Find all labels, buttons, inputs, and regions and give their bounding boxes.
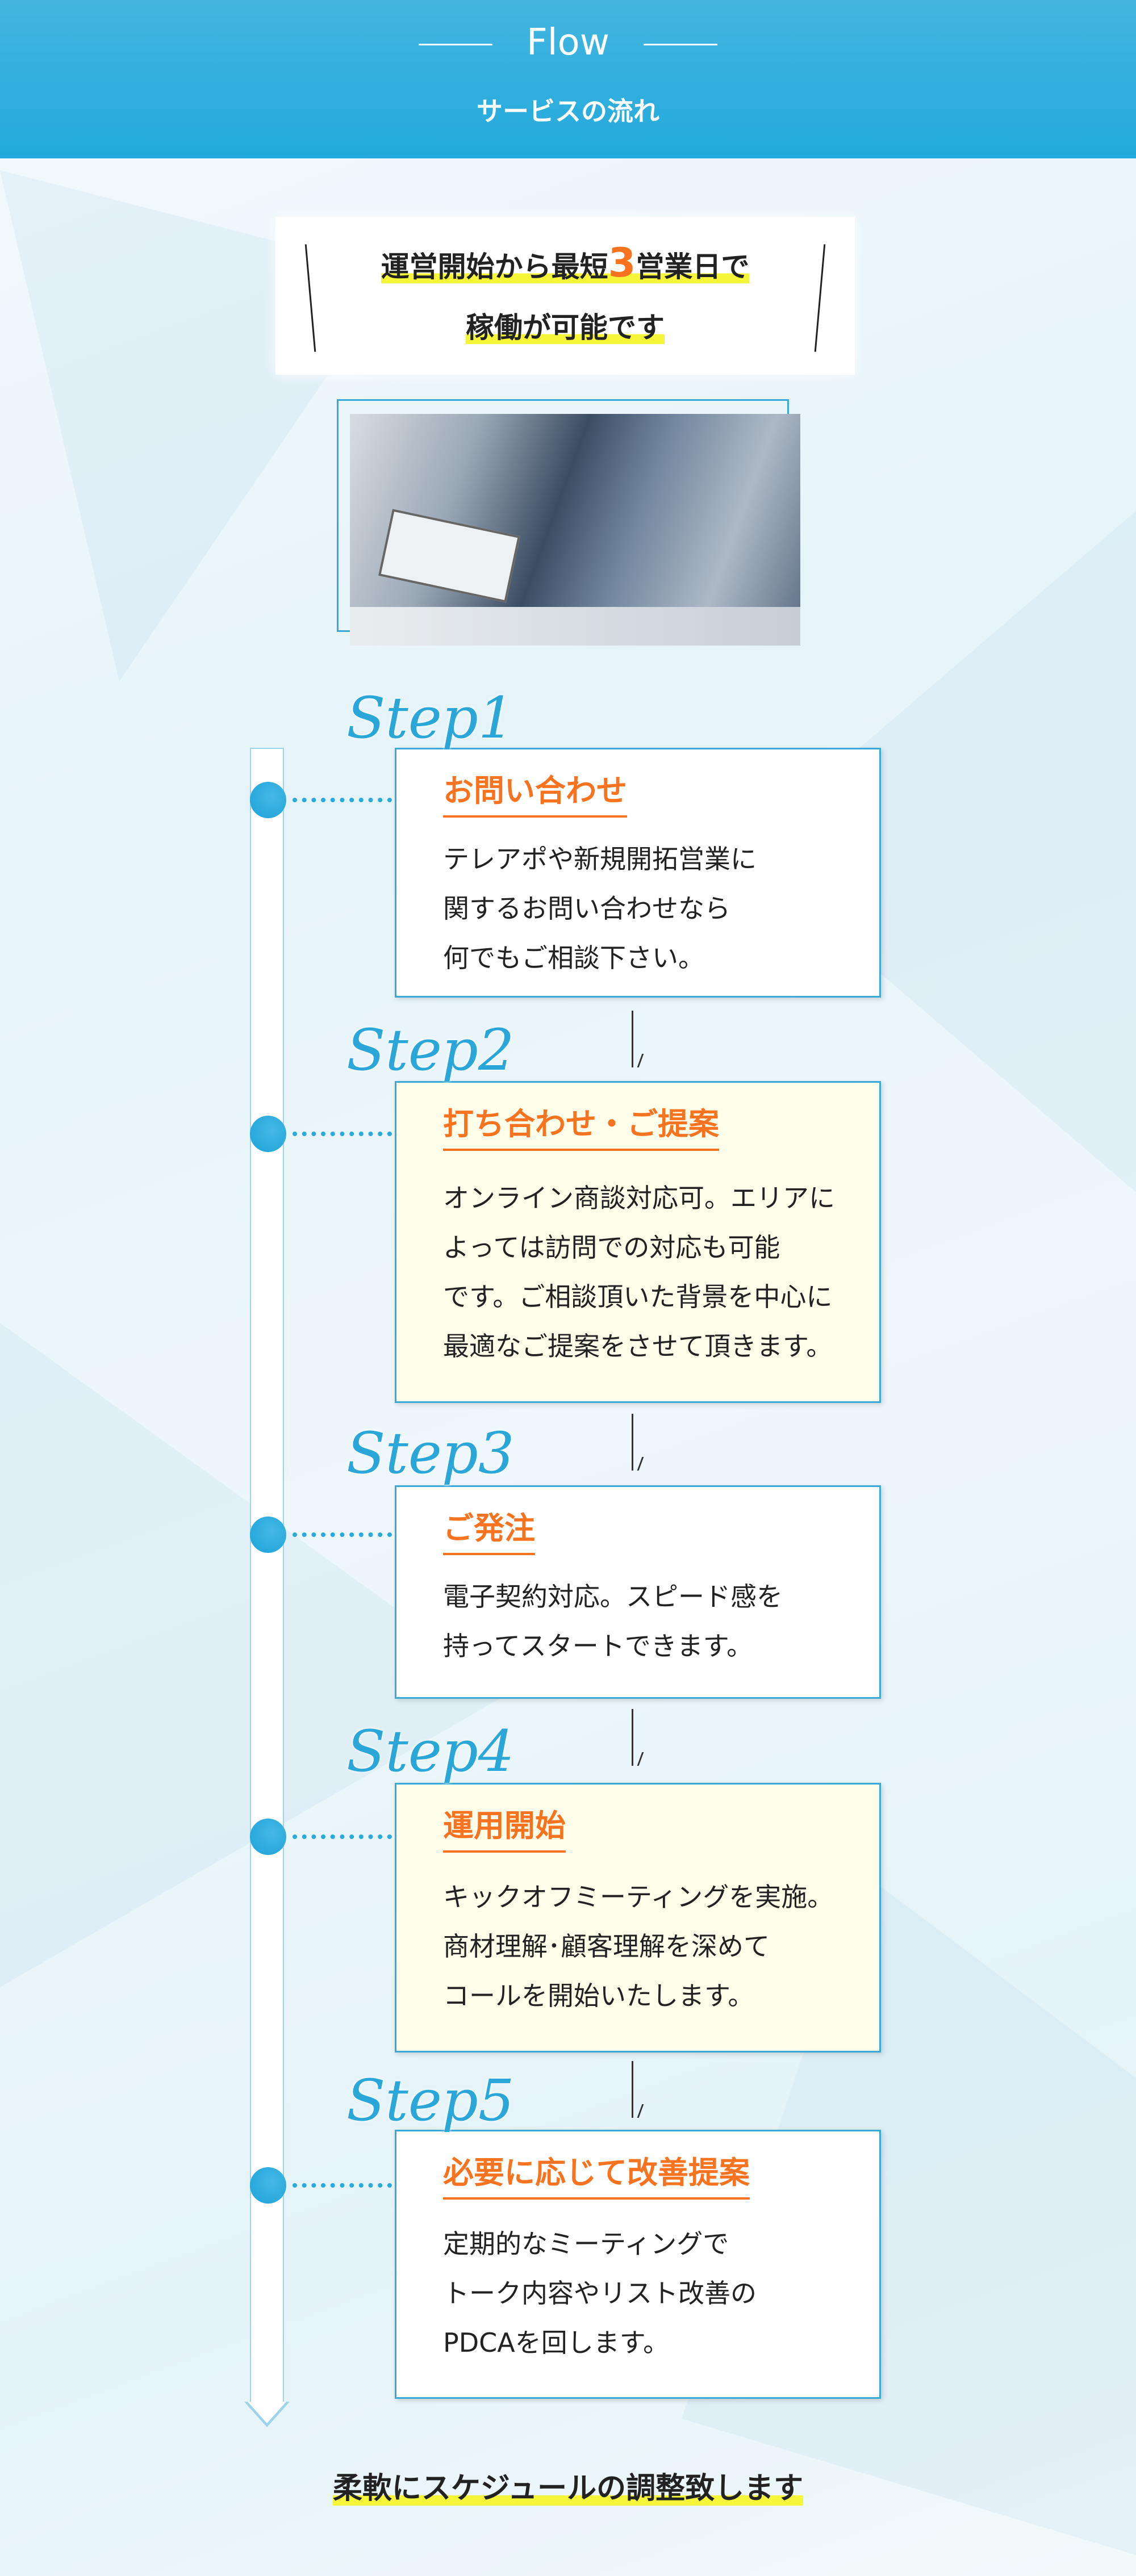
step-label: Step5 (346, 2067, 515, 2134)
step-body-line: キックオフミーティングを実施。 (443, 1882, 834, 1912)
callout-line2: 稼働が可能です (275, 305, 855, 346)
step-title: 必要に応じて改善提案 (443, 2153, 750, 2200)
step-body-line: コールを開始いたします。 (443, 1980, 754, 2011)
step-title: ご発注 (443, 1509, 535, 1555)
step-body-line: トーク内容やリスト改善の (443, 2278, 757, 2309)
callout-text: 営業日で (636, 250, 750, 283)
step-label: Step3 (346, 1420, 515, 1486)
step-label: Step1 (346, 685, 515, 751)
timeline-bar (250, 748, 284, 2406)
step-body-line: 持ってスタートできます。 (443, 1631, 753, 1661)
step-body-line: よっては訪問での対応も可能 (443, 1232, 780, 1263)
dotted-connector (293, 2183, 392, 2188)
footer-text: 柔軟にスケジュールの調整致します (332, 2472, 804, 2506)
step-body-line: 定期的なミーティングで (443, 2229, 729, 2259)
step-body-line: 何でもご相談下さい。 (443, 943, 704, 973)
step-card-5: 必要に応じて改善提案 定期的なミーティングで トーク内容やリスト改善の PDCA… (395, 2130, 881, 2399)
step-body-line: 最適なご提案をさせて頂きます。 (443, 1331, 833, 1362)
step-title: 運用開始 (443, 1806, 566, 1853)
business-photo (350, 414, 800, 646)
dotted-connector (293, 1834, 392, 1839)
callout-box: 運営開始から最短3営業日で 稼働が可能です (275, 217, 855, 375)
timeline-dot (250, 782, 286, 818)
section-title: Flow (0, 17, 1136, 68)
section-subtitle: サービスの流れ (477, 96, 659, 127)
timeline-dot (250, 1517, 286, 1553)
callout-text: 運営開始から最短 (381, 250, 608, 283)
dotted-connector (293, 1132, 392, 1136)
step-label: Step2 (346, 1017, 515, 1083)
step-card-3: ご発注 電子契約対応。スピード感を 持ってスタートできます。 (395, 1485, 881, 1699)
section-header: Flow サービスの流れ (0, 0, 1136, 158)
step-body-line: 商材理解･顧客理解を深めて (443, 1931, 770, 1962)
step-title: 打ち合わせ・ご提案 (443, 1104, 719, 1151)
timeline-dot (250, 1819, 286, 1855)
step-body-line: 関するお問い合わせなら (443, 893, 730, 924)
down-arrow-icon (632, 2061, 633, 2118)
step-body-line: 電子契約対応。スピード感を (443, 1581, 783, 1612)
step-label: Step4 (346, 1718, 515, 1785)
timeline-arrow-inner (248, 2402, 286, 2423)
desk-shape (350, 607, 800, 646)
footer-note: 柔軟にスケジュールの調整致します (0, 2464, 1136, 2507)
callout-number: 3 (608, 240, 636, 286)
callout-text: 稼働が可能です (466, 311, 665, 344)
step-body-line: オンライン商談対応可。エリアに (443, 1183, 835, 1213)
dotted-connector (293, 1532, 392, 1537)
down-arrow-icon (632, 1414, 633, 1471)
down-arrow-icon (632, 1011, 633, 1067)
timeline-dot (250, 1116, 286, 1152)
step-body-line: テレアポや新規開拓営業に (443, 844, 757, 874)
divider (418, 43, 492, 45)
timeline-dot (250, 2167, 286, 2204)
tablet-shape (378, 509, 520, 603)
callout-line1: 運営開始から最短3営業日で (275, 240, 855, 286)
step-body-line: PDCAを回します。 (443, 2327, 670, 2358)
divider (644, 43, 718, 45)
step-card-1: お問い合わせ テレアポや新規開拓営業に 関するお問い合わせなら 何でもご相談下さ… (395, 748, 881, 998)
title-text: Flow (526, 22, 610, 64)
step-title: お問い合わせ (443, 771, 627, 818)
dotted-connector (293, 798, 392, 802)
step-card-2: 打ち合わせ・ご提案 オンライン商談対応可。エリアに よっては訪問での対応も可能 … (395, 1081, 881, 1403)
down-arrow-icon (632, 1709, 633, 1766)
step-card-4: 運用開始 キックオフミーティングを実施。 商材理解･顧客理解を深めて コールを開… (395, 1783, 881, 2053)
step-body-line: です。ご相談頂いた背景を中心に (443, 1281, 833, 1312)
